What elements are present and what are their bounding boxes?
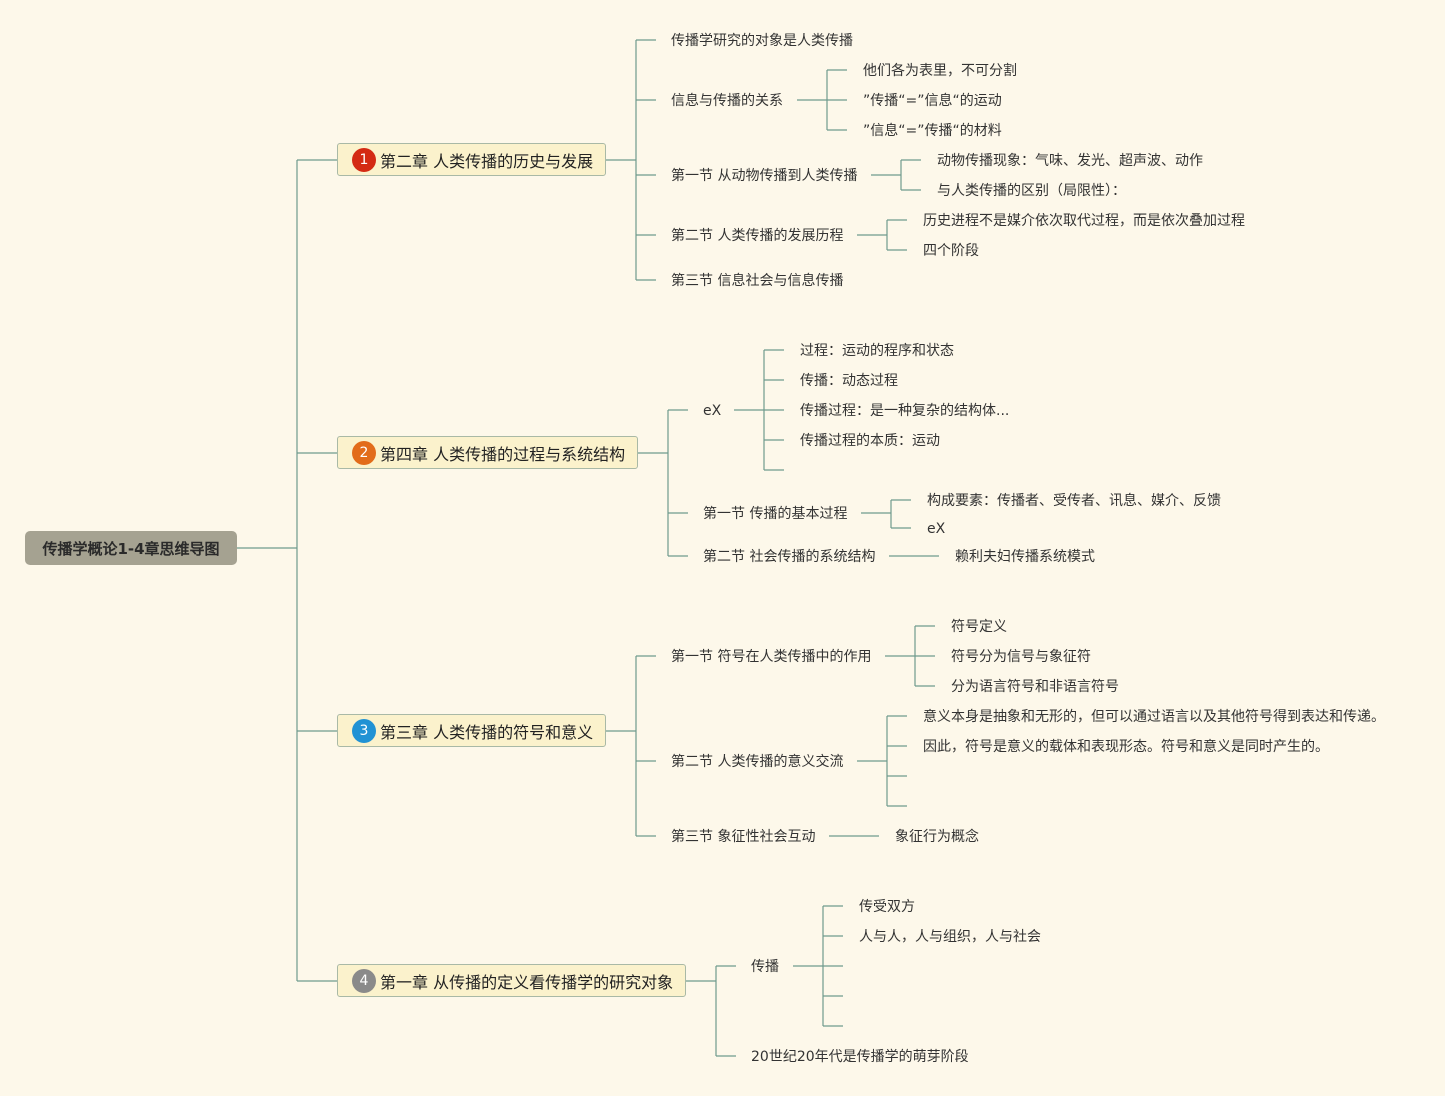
subtopic-node[interactable]: 动物传播现象：气味、发光、超声波、动作 xyxy=(937,153,1203,169)
topic-node[interactable]: 第二节 人类传播的意义交流 xyxy=(671,754,844,770)
topic-node[interactable]: 第二节 社会传播的系统结构 xyxy=(703,549,876,565)
subtopic-node[interactable]: 传受双方 xyxy=(859,899,915,915)
topic-node[interactable]: 第一节 从动物传播到人类传播 xyxy=(671,168,858,184)
number-badge-2: 2 xyxy=(352,440,376,465)
topic-node[interactable]: eX xyxy=(703,403,722,419)
subtopic-node[interactable]: ”信息“=”传播“的材料 xyxy=(863,123,1002,139)
topic-node[interactable]: 第三节 信息社会与信息传播 xyxy=(671,273,844,289)
topic-node[interactable]: 第一节 符号在人类传播中的作用 xyxy=(671,649,872,665)
subtopic-node[interactable]: 与人类传播的区别（局限性）： xyxy=(937,183,1126,199)
subtopic-node[interactable]: 历史进程不是媒介依次取代过程，而是依次叠加过程 xyxy=(923,213,1245,229)
subtopic-node[interactable]: 人与人，人与组织，人与社会 xyxy=(859,929,1041,945)
subtopic-node[interactable]: ”传播“=”信息“的运动 xyxy=(863,93,1002,109)
topic-node[interactable]: 传播 xyxy=(751,959,779,975)
number-badge-4: 4 xyxy=(352,968,376,993)
chapter-node-1[interactable]: 1 第二章 人类传播的历史与发展 xyxy=(337,143,606,176)
topic-node[interactable]: 20世纪20年代是传播学的萌芽阶段 xyxy=(751,1049,969,1065)
topic-node[interactable]: 信息与传播的关系 xyxy=(671,93,783,109)
topic-node[interactable]: 第二节 人类传播的发展历程 xyxy=(671,228,844,244)
chapter-node-3[interactable]: 3 第三章 人类传播的符号和意义 xyxy=(337,714,606,747)
subtopic-node[interactable]: 他们各为表里，不可分割 xyxy=(863,63,1017,79)
root-topic[interactable]: 传播学概论1-4章思维导图 xyxy=(25,531,237,565)
number-badge-3: 3 xyxy=(352,718,376,743)
subtopic-node[interactable]: eX xyxy=(927,521,946,537)
topic-node[interactable]: 第一节 传播的基本过程 xyxy=(703,506,848,522)
subtopic-node[interactable]: 构成要素：传播者、受传者、讯息、媒介、反馈 xyxy=(927,493,1221,509)
subtopic-node[interactable]: 意义本身是抽象和无形的，但可以通过语言以及其他符号得到表达和传递。 xyxy=(923,709,1385,725)
chapter-label-4: 第一章 从传播的定义看传播学的研究对象 xyxy=(380,972,674,992)
chapter-node-2[interactable]: 2 第四章 人类传播的过程与系统结构 xyxy=(337,436,638,469)
subtopic-node[interactable]: 传播：动态过程 xyxy=(800,373,898,389)
subtopic-node[interactable]: 传播过程：是一种复杂的结构体... xyxy=(800,403,1010,419)
subtopic-node[interactable]: 象征行为概念 xyxy=(895,829,979,845)
chapter-label-3: 第三章 人类传播的符号和意义 xyxy=(380,722,594,742)
subtopic-node[interactable]: 赖利夫妇传播系统模式 xyxy=(955,549,1095,565)
subtopic-node[interactable]: 符号分为信号与象征符 xyxy=(951,649,1091,665)
subtopic-node[interactable]: 符号定义 xyxy=(951,619,1007,635)
chapter-label-1: 第二章 人类传播的历史与发展 xyxy=(380,151,594,171)
number-badge-1: 1 xyxy=(352,147,376,172)
subtopic-node[interactable]: 因此，符号是意义的载体和表现形态。符号和意义是同时产生的。 xyxy=(923,739,1329,755)
subtopic-node[interactable]: 过程：运动的程序和状态 xyxy=(800,343,954,359)
subtopic-node[interactable]: 传播过程的本质：运动 xyxy=(800,433,940,449)
topic-node[interactable]: 第三节 象征性社会互动 xyxy=(671,829,816,845)
topic-node[interactable]: 传播学研究的对象是人类传播 xyxy=(671,33,853,49)
subtopic-node[interactable]: 四个阶段 xyxy=(923,243,979,259)
subtopic-node[interactable]: 分为语言符号和非语言符号 xyxy=(951,679,1119,695)
chapter-label-2: 第四章 人类传播的过程与系统结构 xyxy=(380,444,626,464)
chapter-node-4[interactable]: 4 第一章 从传播的定义看传播学的研究对象 xyxy=(337,964,686,997)
